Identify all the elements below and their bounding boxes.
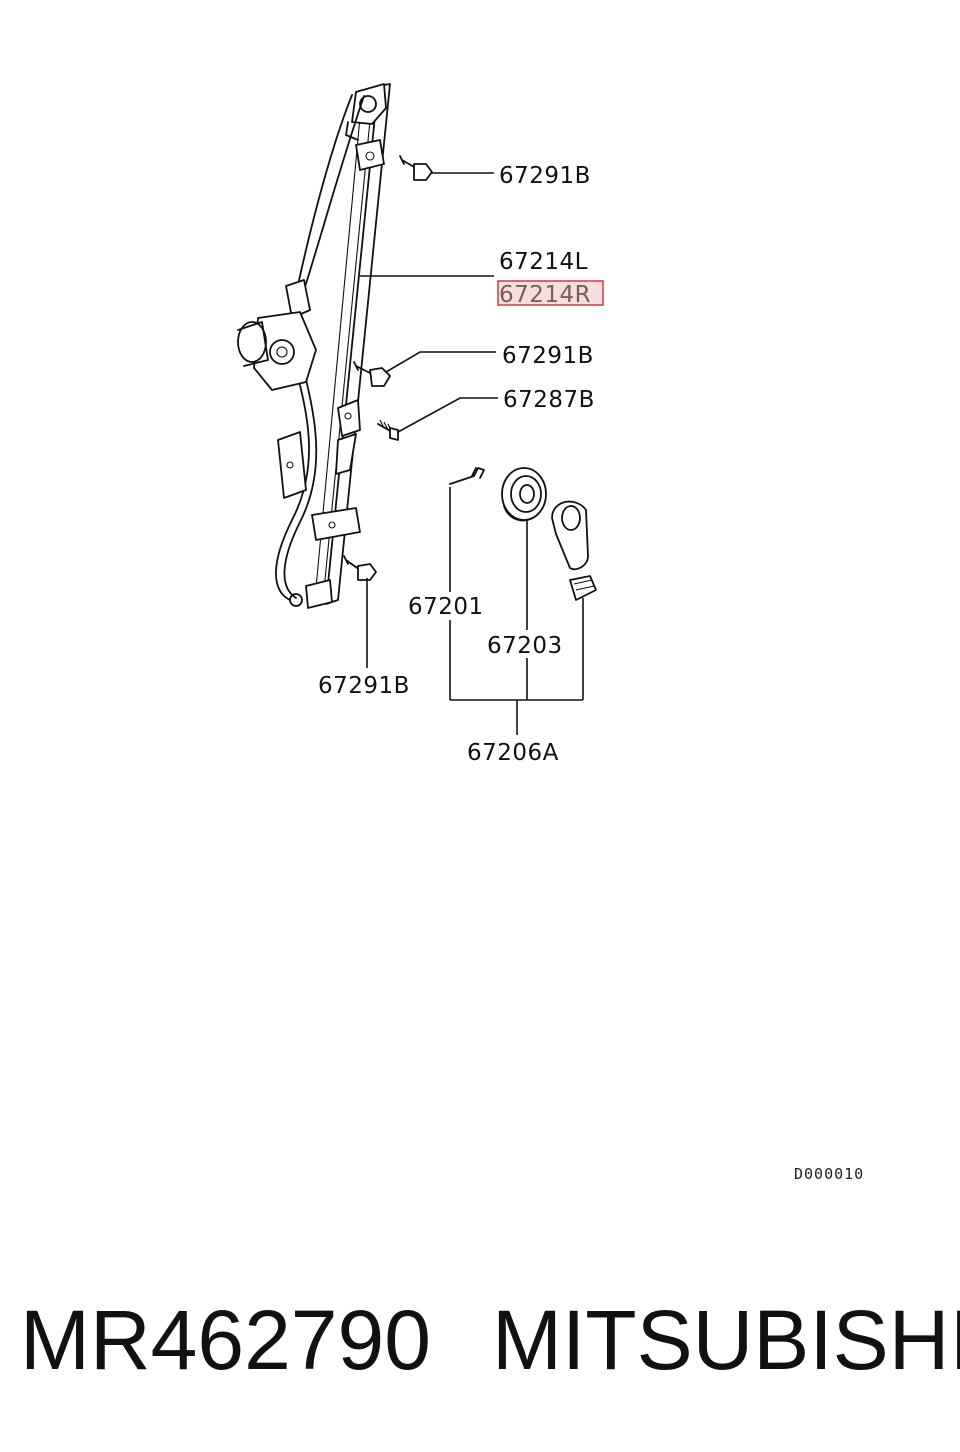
bolt-bottom-icon [343, 555, 377, 581]
window-crank-handle-icon [551, 500, 597, 601]
callout-67291b-mid: 67291B [502, 343, 594, 369]
highlight-box [497, 280, 604, 306]
callout-67291b-top: 67291B [499, 163, 591, 189]
callout-67287b: 67287B [503, 387, 595, 413]
part-number: MR462790 [20, 1293, 431, 1387]
caption: MR462790 MITSUBISHI [0, 1290, 960, 1390]
diagram-code: D000010 [794, 1165, 864, 1183]
callout-67291b-bottom: 67291B [318, 673, 410, 699]
callout-67206a: 67206A [467, 740, 559, 766]
callout-67203: 67203 [487, 633, 563, 659]
escutcheon-ring-icon [501, 467, 547, 522]
callout-67214r-highlighted: 67214R [499, 282, 591, 308]
brand-name: MITSUBISHI [492, 1293, 960, 1387]
bolt-mid-icon [353, 361, 391, 387]
leader-lines [360, 172, 584, 735]
clip-icon [449, 467, 485, 485]
callout-67214l: 67214L [499, 249, 588, 275]
window-regulator-drawing [237, 83, 391, 609]
screw-icon [377, 419, 399, 441]
callout-67201: 67201 [408, 594, 484, 620]
bolt-top-icon [399, 155, 433, 181]
